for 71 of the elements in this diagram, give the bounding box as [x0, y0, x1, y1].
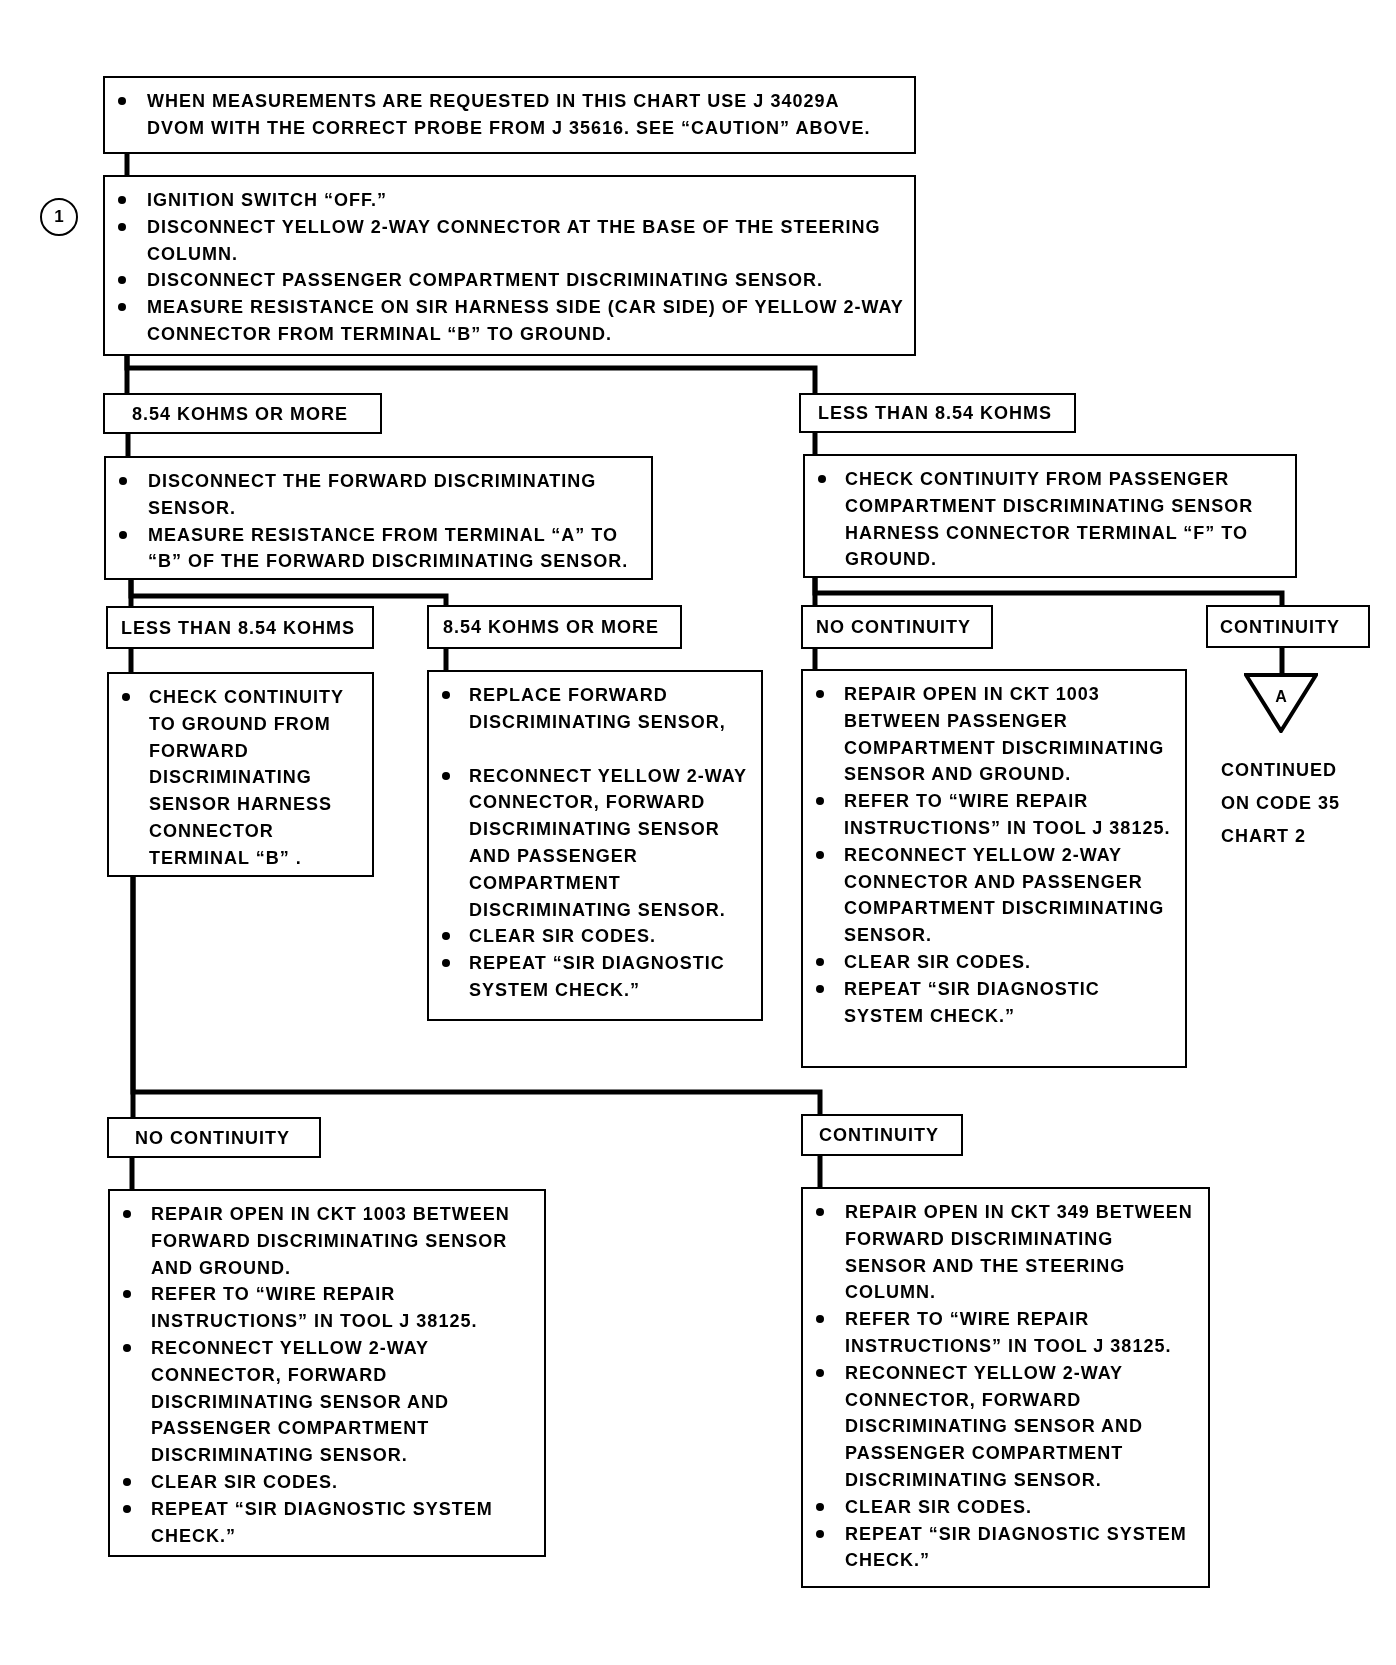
instruction-text: CLEAR SIR CODES. [844, 950, 1033, 974]
instruction-text: IGNITION SWITCH “OFF.” [147, 189, 388, 212]
condition-box [103, 393, 382, 434]
condition-box [799, 393, 1076, 433]
instruction-box [107, 672, 374, 877]
instruction-text: DISCONNECT PASSENGER COMPARTMENT DISCRIMINATING SENSOR. [147, 269, 825, 293]
connector-line [1279, 648, 1285, 673]
condition-text: 8.54 KOHMS OR MORE [443, 616, 660, 638]
condition-box [801, 1114, 963, 1156]
instruction-text: CLEAR SIR CODES. [845, 1495, 1034, 1519]
instruction-box [103, 175, 916, 356]
condition-box [106, 606, 374, 649]
condition-box [801, 605, 993, 649]
step-number-circle [40, 198, 78, 236]
condition-text: LESS THAN 8.54 KOHMS [818, 402, 1053, 424]
instruction-box [801, 669, 1187, 1068]
instruction-text: WHEN MEASUREMENTS ARE REQUESTED IN THIS CHART USE J 34029A DVOM WITH THE CORRECT PROBE FROM J 35616. SEE “CAUTION” ABOVE. [147, 90, 872, 140]
connector-line [812, 649, 818, 669]
instruction-box [103, 76, 916, 154]
instruction-text: REPEAT “SIR DIAGNOSTIC SYSTEM CHECK.” [844, 977, 1101, 1028]
condition-text: CONTINUITY [819, 1124, 939, 1146]
step-number: 1 [54, 207, 64, 227]
instruction-box [108, 1189, 546, 1557]
connector-line [124, 154, 130, 175]
instruction-text: REPAIR OPEN IN CKT 1003 BETWEEN PASSENGER COMPARTMENT DISCRIMINATING SENSOR AND GROUND. [844, 683, 1166, 787]
connector-line [129, 1158, 135, 1189]
condition-box [427, 605, 682, 649]
instruction-text: RECONNECT YELLOW 2-WAY CONNECTOR, FORWARD DISCRIMINATING SENSOR AND PASSENGER COMPARTMENT DISCRIMINATING SENSOR. [845, 1361, 1144, 1492]
condition-text: CONTINUITY [1220, 615, 1340, 638]
condition-text: NO CONTINUITY [135, 1126, 290, 1149]
instruction-text: REPEAT “SIR DIAGNOSTIC SYSTEM CHECK.” [151, 1497, 494, 1548]
instruction-text: REPAIR OPEN IN CKT 349 BETWEEN FORWARD DISCRIMINATING SENSOR AND THE STEERING COLUMN. [845, 1201, 1194, 1305]
connector-line [817, 1156, 823, 1187]
instruction-text: REPAIR OPEN IN CKT 1003 BETWEEN FORWARD DISCRIMINATING SENSOR AND GROUND. [151, 1203, 511, 1280]
instruction-box [801, 1187, 1210, 1588]
connector-line [812, 433, 818, 454]
connector-line [128, 649, 134, 672]
instruction-box [427, 670, 763, 1021]
connector-line [130, 877, 823, 1114]
instruction-text: DISCONNECT YELLOW 2-WAY CONNECTOR AT THE BASE OF THE STEERING COLUMN. [147, 215, 882, 266]
continuation-note: CONTINUED ON CODE 35 CHART 2 [1221, 759, 1342, 848]
connector-line [124, 356, 818, 393]
connector-line [812, 578, 1285, 605]
instruction-text: CHECK CONTINUITY TO GROUND FROM FORWARD DISCRIMINATING SENSOR HARNESS CONNECTOR TERMINAL “B” . [149, 686, 345, 870]
instruction-text: MEASURE RESISTANCE FROM TERMINAL “A” TO “B” OF THE FORWARD DISCRIMINATING SENSOR. [148, 523, 630, 574]
instruction-text: REPEAT “SIR DIAGNOSTIC SYSTEM CHECK.” [845, 1522, 1188, 1573]
instruction-text: RECONNECT YELLOW 2-WAY CONNECTOR, FORWARD DISCRIMINATING SENSOR AND PASSENGER COMPARTMENT DISCRIMINATING SENSOR. [469, 764, 748, 922]
connector-line [128, 580, 449, 605]
condition-text: 8.54 KOHMS OR MORE [132, 402, 349, 425]
instruction-text: REPLACE FORWARD DISCRIMINATING SENSOR, [469, 684, 727, 734]
instruction-text: REFER TO “WIRE REPAIR INSTRUCTIONS” IN TOOL J 38125. [151, 1283, 479, 1334]
instruction-text: CLEAR SIR CODES. [151, 1470, 340, 1494]
instruction-text: MEASURE RESISTANCE ON SIR HARNESS SIDE (CAR SIDE) OF YELLOW 2-WAY CONNECTOR FROM TERMINAL “B” TO GROUND. [147, 296, 905, 346]
offpage-connector-triangle [1244, 673, 1318, 733]
instruction-box [104, 456, 653, 580]
instruction-text: REFER TO “WIRE REPAIR INSTRUCTIONS” IN TOOL J 38125. [844, 790, 1172, 840]
connector-letter: A [1274, 688, 1288, 706]
instruction-text: CHECK CONTINUITY FROM PASSENGER COMPARTMENT DISCRIMINATING SENSOR HARNESS CONNECTOR TERMINAL “F” TO GROUND. [845, 468, 1255, 572]
instruction-text: REPEAT “SIR DIAGNOSTIC SYSTEM CHECK.” [469, 952, 726, 1002]
connector-line [443, 649, 449, 670]
instruction-text: REFER TO “WIRE REPAIR INSTRUCTIONS” IN TOOL J 38125. [845, 1308, 1173, 1358]
instruction-text: DISCONNECT THE FORWARD DISCRIMINATING SENSOR. [148, 470, 598, 520]
condition-text: NO CONTINUITY [816, 616, 971, 638]
instruction-text: RECONNECT YELLOW 2-WAY CONNECTOR AND PASSENGER COMPARTMENT DISCRIMINATING SENSOR. [844, 843, 1166, 948]
instruction-text: CLEAR SIR CODES. [469, 925, 658, 949]
instruction-text: RECONNECT YELLOW 2-WAY CONNECTOR, FORWARD DISCRIMINATING SENSOR AND PASSENGER COMPARTMENT DISCRIMINATING SENSOR. [151, 1337, 450, 1468]
connector-line [125, 434, 131, 456]
condition-box [1206, 605, 1370, 648]
condition-box [107, 1117, 321, 1158]
condition-text: LESS THAN 8.54 KOHMS [121, 616, 356, 639]
instruction-box [803, 454, 1297, 578]
